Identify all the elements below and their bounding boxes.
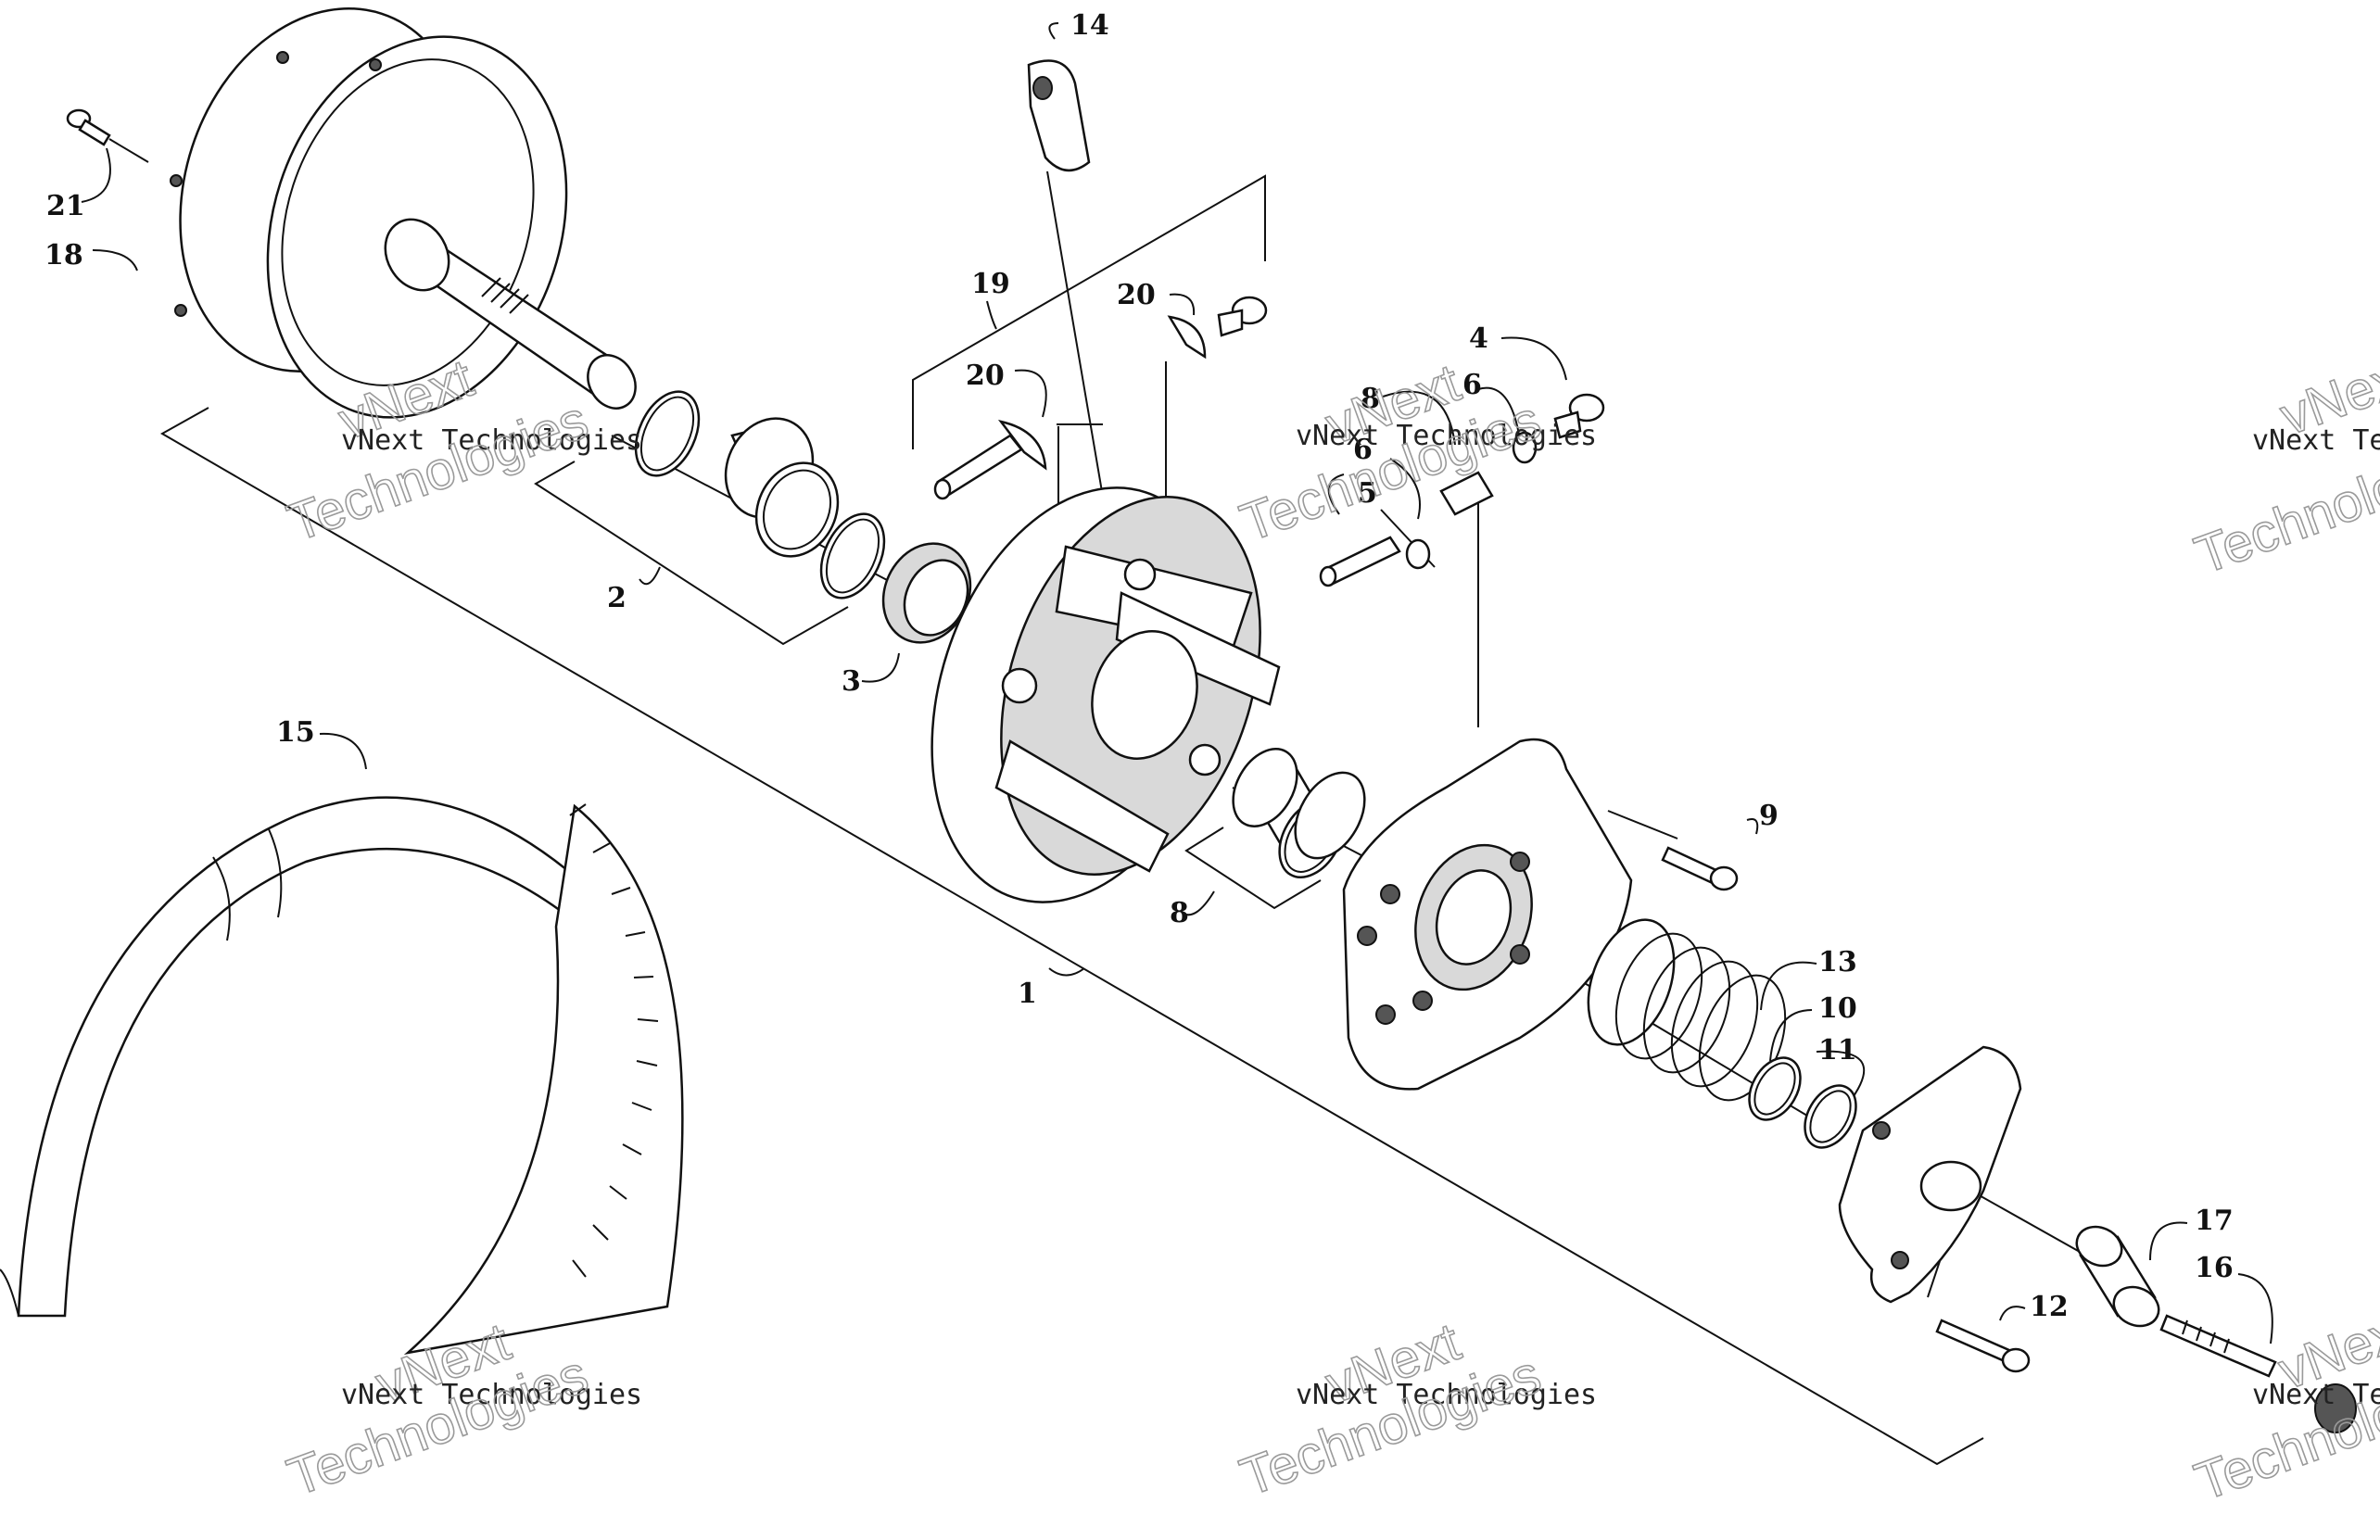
- belt-teeth: [569, 803, 659, 1278]
- watermark-company: vNext Technologies: [2252, 424, 2380, 457]
- part-17-spacer: [2075, 1225, 2160, 1328]
- callout-1: 1: [1018, 978, 1037, 1010]
- part-16-stud: [2159, 1314, 2357, 1433]
- part-20-pins: [933, 296, 1268, 500]
- callout-5: 5: [1358, 477, 1377, 510]
- bracket-lines: [81, 22, 2273, 1466]
- callout-8b: 8: [1170, 897, 1189, 929]
- callout-13: 13: [1818, 946, 1857, 978]
- part-1-shaft: [384, 218, 637, 410]
- parts-10-11-rings: [1748, 1056, 1857, 1149]
- callout-12: 12: [2030, 1291, 2069, 1323]
- callout-2: 2: [607, 582, 627, 614]
- callout-20a: 20: [966, 360, 1005, 392]
- callout-14: 14: [1070, 9, 1109, 42]
- part-spider-cover: [1342, 738, 1633, 1091]
- watermark-company: vNext Technologies: [341, 1379, 642, 1411]
- watermark-top-center: vNext vNext Technologies Technologies: [1232, 352, 1597, 554]
- watermark-company: vNext Technologies: [341, 424, 642, 457]
- watermark-bottom-right: vNext vNext Technologies Technologies: [2186, 1297, 2380, 1513]
- part-13-spring: [1587, 918, 1787, 1102]
- callout-15: 15: [276, 716, 315, 749]
- callout-10: 10: [1818, 992, 1857, 1025]
- part-21-screw: [66, 108, 111, 146]
- callout-16: 16: [2195, 1252, 2234, 1284]
- callout-11: 11: [1818, 1034, 1857, 1067]
- part-2-bushing-set: [634, 390, 886, 600]
- callout-9: 9: [1759, 800, 1779, 832]
- callout-20b: 20: [1117, 279, 1156, 311]
- callout-21: 21: [46, 190, 85, 222]
- callout-19: 19: [971, 268, 1010, 300]
- callout-6b: 6: [1462, 369, 1482, 401]
- part-cam-plate: [1838, 1045, 2022, 1304]
- parts-4-5-6-8-hardware: [1319, 393, 1605, 587]
- part-14-arm: [1027, 59, 1091, 171]
- watermark-company: vNext Technologies: [1296, 1379, 1597, 1411]
- part-3-bearing: [881, 542, 972, 644]
- part-9-bolt: [1661, 846, 1739, 891]
- watermark-top-right: vNext vNext Technologies Technologies: [2186, 343, 2380, 587]
- callout-6a: 6: [1353, 434, 1373, 466]
- callout-3: 3: [842, 665, 861, 698]
- part-15-drive-belt: [0, 796, 684, 1356]
- callout-labels: 1 2 3 4 5 6 6 8 8 9 10 11 12 13 14 15 16…: [44, 9, 2234, 1323]
- callout-8a: 8: [1361, 383, 1380, 415]
- callout-4: 4: [1469, 322, 1488, 355]
- watermark-bottom-left: vNext vNext Technologies Technologies: [279, 1311, 642, 1508]
- callout-18: 18: [44, 239, 83, 271]
- watermark-company: vNext Technologies: [1296, 420, 1597, 452]
- watermark-company: vNext Technologies: [2252, 1379, 2380, 1411]
- callout-17: 17: [2195, 1205, 2234, 1237]
- part-12-bolt: [1935, 1319, 2031, 1373]
- part-8-bushing: [1232, 747, 1366, 879]
- part-19-moveable-sheave: [930, 486, 1281, 903]
- watermark-bottom-center: vNext vNext Technologies Technologies: [1232, 1311, 1597, 1508]
